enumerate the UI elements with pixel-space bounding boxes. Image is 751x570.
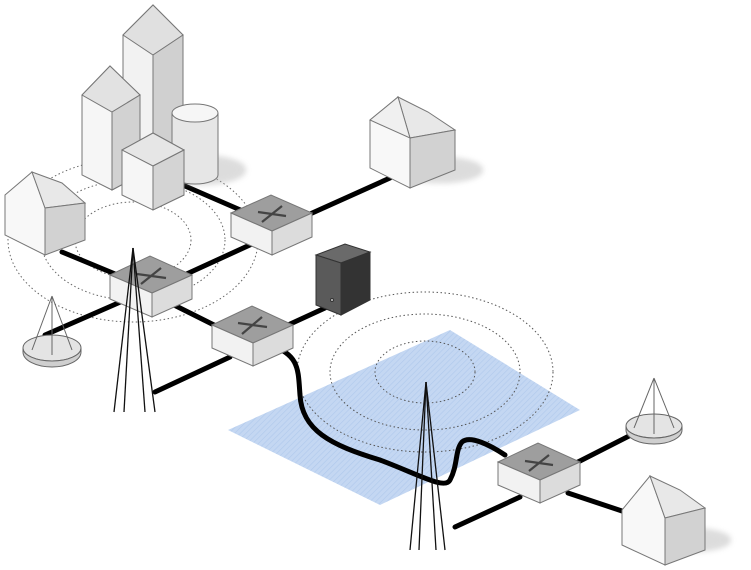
server-tower-icon (316, 244, 370, 315)
house-icon (5, 172, 85, 255)
skyscraper-cluster-icon (82, 5, 245, 210)
house-icon (622, 476, 730, 565)
satellite-dish-icon (23, 296, 81, 367)
satellite-dish-icon (626, 378, 682, 444)
house-icon (370, 97, 482, 188)
